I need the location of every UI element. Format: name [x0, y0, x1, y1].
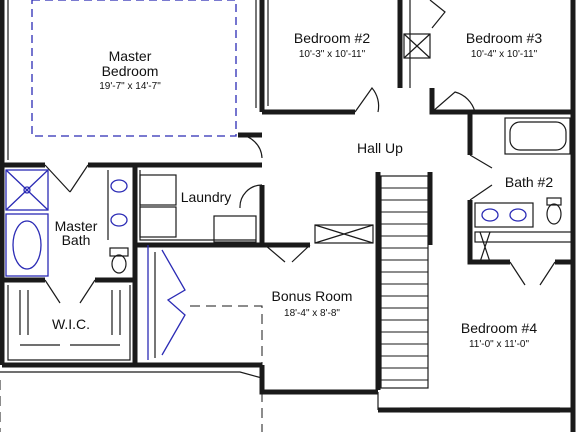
bath2-label: Bath #2 [505, 174, 553, 190]
laundry-sink-icon [213, 215, 257, 243]
wall-bath2-left-bottom [467, 200, 510, 265]
stairs [380, 175, 429, 389]
labels: Master Bedroom 19'-7" x 14'-7" Bedroom #… [52, 30, 553, 350]
door-laundry [239, 184, 263, 209]
master-bedroom-label-line2: Bedroom [102, 63, 159, 79]
toilet-icon [111, 254, 127, 274]
closet-hall-linen-x [314, 224, 374, 244]
bath2-tub-icon [504, 117, 571, 155]
bedroom3-dims: 10'-4" x 10'-11" [471, 49, 538, 60]
hall-label: Hall Up [357, 140, 403, 156]
bath2-tub-basin-icon [509, 121, 567, 151]
bathtub-icon [5, 213, 49, 277]
wic-shelf-right [111, 290, 121, 335]
wall-bed3-bottom [429, 88, 575, 115]
dryer-icon [139, 174, 177, 206]
bedroom4-label: Bedroom #4 [461, 320, 537, 336]
door-bed2 [354, 87, 380, 113]
closet-linen-top [403, 33, 431, 59]
bath2-vanity-icon [474, 202, 534, 228]
shower-drain-lines [5, 169, 49, 211]
laundry-fixtures [139, 174, 257, 243]
closets [19, 0, 446, 360]
stair-frame [380, 175, 429, 389]
sink-icon-1 [110, 179, 128, 193]
bonus-room-label: Bonus Room [272, 288, 353, 304]
bath2-linen-x [479, 231, 491, 263]
bonus-dormer-outline [190, 305, 263, 365]
window-bed4-bottom-1 [410, 407, 470, 413]
window-bed3-right [570, 20, 576, 80]
doors [44, 87, 556, 304]
inner-lines [0, 0, 379, 432]
door-bed3 [431, 91, 476, 113]
shower-drain-icon [23, 186, 31, 194]
shower-icon [5, 169, 49, 211]
bedroom3-label: Bedroom #3 [466, 30, 542, 46]
door-master-bath [44, 164, 89, 193]
windows [410, 20, 576, 413]
door-wic [44, 279, 96, 304]
master-bath-label-line1: Master [55, 218, 98, 234]
wall-bonus-bottom [259, 365, 378, 395]
washer-icon [139, 206, 177, 238]
bath2-sink-icon-1 [481, 208, 499, 222]
bedroom2-dims: 10'-3" x 10'-11" [299, 49, 366, 60]
wic-inner [7, 285, 131, 361]
master-tray-ceiling [31, 0, 237, 137]
closet-linen-top-x [403, 33, 431, 59]
laundry-label: Laundry [181, 189, 232, 205]
closet-bed3-door [429, 0, 446, 29]
bathtub-basin-icon [12, 220, 42, 270]
bedroom4-dims: 11'-0" x 11'-0" [469, 339, 529, 350]
window-bed4-bottom-2 [500, 407, 560, 413]
sink-icon-2 [110, 213, 128, 227]
bath2-sink-icon-2 [509, 208, 527, 222]
master-bath-fixtures [5, 169, 129, 277]
wic-shelf-left [19, 290, 29, 335]
bath2-linen-shelf [474, 231, 574, 243]
master-bedroom-label-line1: Master [109, 48, 152, 64]
lower-edge [0, 371, 263, 379]
window-bed4-right [570, 280, 576, 340]
bath2-fixtures [474, 117, 574, 263]
door-bonus [264, 244, 311, 263]
toilet-tank-icon [109, 247, 129, 257]
closet-hall-linen [314, 224, 374, 244]
bedroom2-label: Bedroom #2 [294, 30, 370, 46]
door-bed4 [509, 261, 556, 286]
wic-label: W.I.C. [52, 316, 90, 332]
bonus-room-dims: 18'-4" x 8'-8" [284, 308, 340, 319]
bonus-closet-door [161, 249, 186, 356]
master-bath-label-line2: Bath [62, 232, 91, 248]
door-master-hall [237, 134, 263, 159]
bath2-toilet-icon [546, 203, 562, 225]
bath2-toilet-tank-icon [546, 197, 562, 206]
master-bedroom-dims: 19'-7" x 14'-7" [99, 81, 161, 92]
door-bath2 [469, 154, 493, 201]
